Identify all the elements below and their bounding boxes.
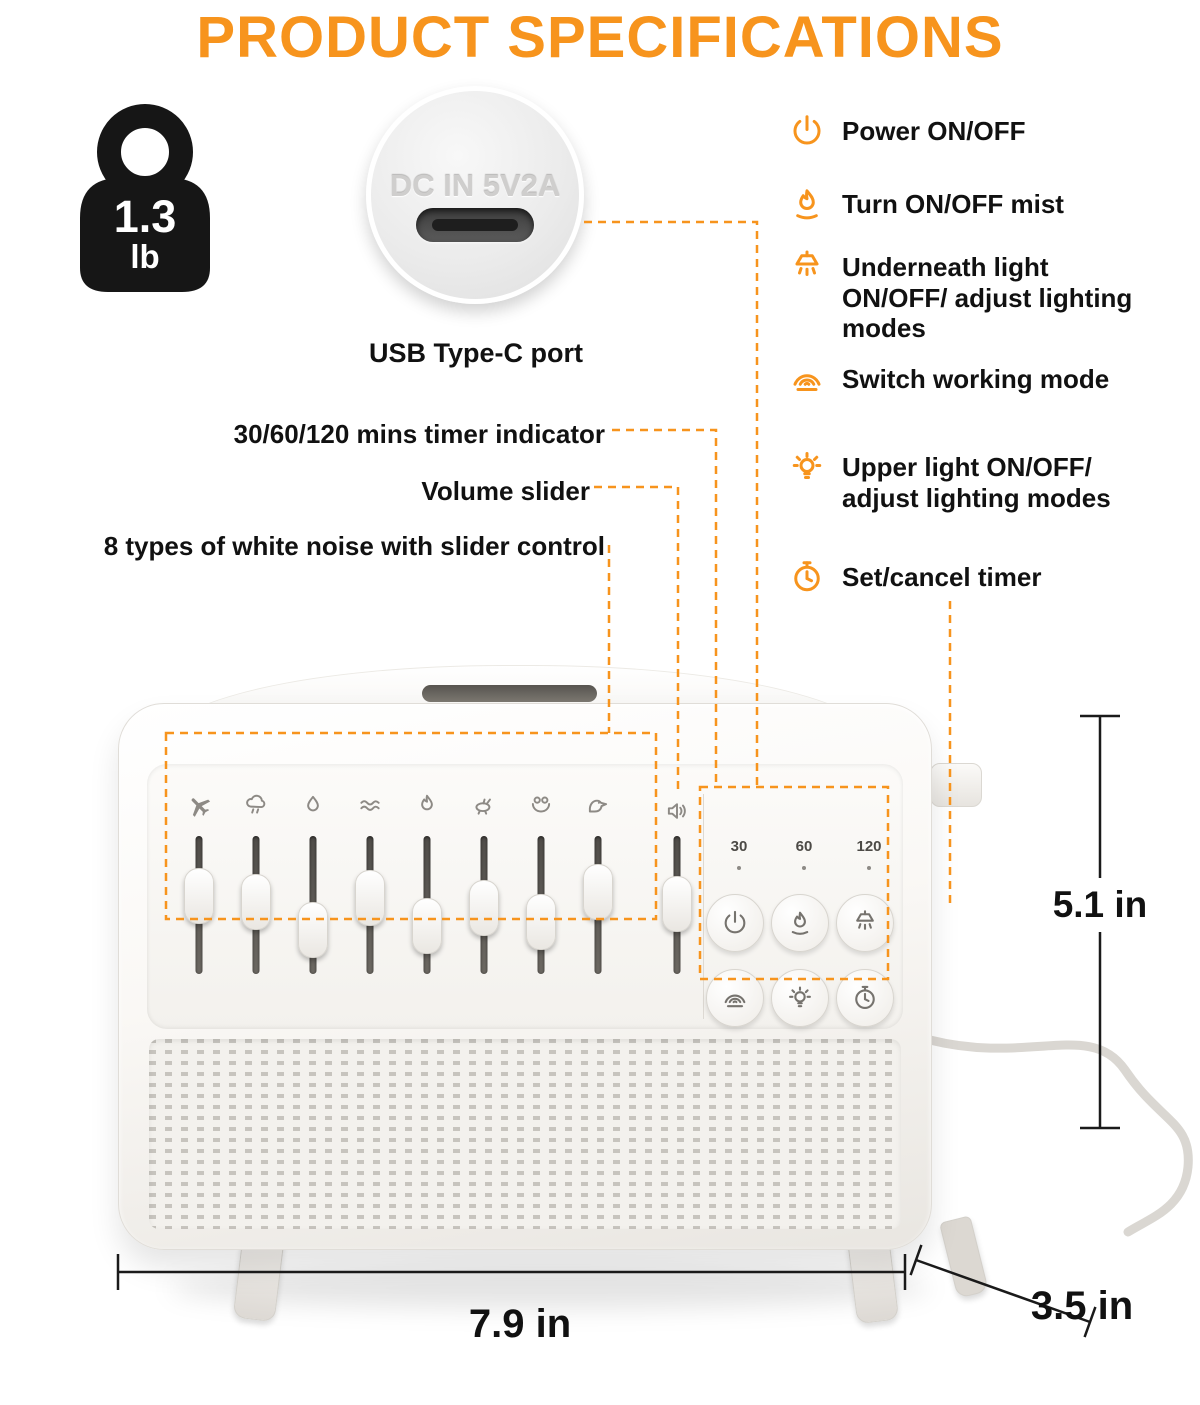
feature-label: Power ON/OFF — [842, 116, 1026, 146]
slider-thumb — [469, 880, 499, 936]
upper-light-icon — [788, 448, 826, 486]
mist-outlet-slot — [422, 685, 597, 702]
feature-power: Power ON/OFF — [788, 112, 1200, 150]
callout-timer-indicator: 30/60/120 mins timer indicator — [233, 419, 605, 449]
noise-slider-8 — [583, 836, 613, 974]
usb-inset-photo: DC IN 5V2A — [366, 86, 584, 304]
usb-caption: USB Type-C port — [369, 338, 583, 368]
bird-icon — [585, 792, 611, 818]
callout-white-noise: 8 types of white noise with slider contr… — [103, 531, 605, 561]
timer-icon — [788, 558, 826, 596]
slider-thumb — [298, 902, 328, 958]
water-drop-icon — [300, 792, 326, 818]
slider-thumb — [241, 874, 271, 930]
noise-slider-3 — [298, 836, 328, 974]
slider-thumb — [355, 870, 385, 926]
cricket-icon — [471, 792, 497, 818]
timer-button — [836, 969, 894, 1027]
power-icon — [788, 112, 826, 150]
control-panel: 30 60 120 — [147, 764, 903, 1029]
usb-type-c-port — [416, 208, 534, 242]
timer-indicator-dot — [867, 866, 871, 870]
mist-button — [771, 894, 829, 952]
feature-label: Set/cancel timer — [842, 562, 1042, 592]
feature-label: Upper light ON/OFF/ adjust lighting mode… — [842, 452, 1111, 513]
white-noise-machine: 30 60 120 — [110, 655, 990, 1355]
slider-thumb — [412, 898, 442, 954]
depth-dimension-label: 3.5 in — [1030, 1284, 1134, 1328]
power-button — [706, 894, 764, 952]
waves-icon — [357, 792, 383, 818]
feature-upper-light: Upper light ON/OFF/ adjust lighting mode… — [788, 448, 1112, 513]
airplane-icon — [186, 792, 212, 818]
timer-mark-60: 60 — [795, 838, 813, 855]
timer-indicator-dot — [802, 866, 806, 870]
frog-icon — [528, 792, 554, 818]
timer-mark-120: 120 — [856, 838, 882, 855]
noise-slider-2 — [241, 836, 271, 974]
mist-icon — [788, 185, 826, 223]
page-title: PRODUCT SPECIFICATIONS — [196, 5, 1004, 70]
feature-label: Switch working mode — [842, 364, 1110, 394]
width-dimension-label: 7.9 in — [468, 1302, 572, 1346]
speaker-grille — [149, 1039, 901, 1229]
weight-text: 1.3 lb — [70, 194, 220, 274]
device-body: 30 60 120 — [118, 703, 932, 1250]
upper-light-button — [771, 969, 829, 1027]
fire-icon — [414, 792, 440, 818]
noise-slider-1 — [184, 836, 214, 974]
speaker-icon — [664, 798, 690, 824]
height-dimension-label: 5.1 in — [1038, 878, 1162, 932]
weight-value: 1.3 — [113, 191, 177, 242]
feature-list: Power ON/OFF Turn ON/OFF mist Underneath… — [788, 100, 1198, 620]
device-leg-back-right — [939, 1215, 989, 1299]
rain-icon — [243, 792, 269, 818]
device-shadow — [170, 1267, 930, 1309]
working-mode-icon — [788, 360, 826, 398]
underneath-light-icon — [788, 248, 826, 286]
slider-thumb — [662, 876, 692, 932]
timer-indicator-dot — [737, 866, 741, 870]
feature-mist: Turn ON/OFF mist — [788, 185, 1200, 223]
feature-label: Underneath light ON/OFF/ adjust lighting… — [842, 252, 1133, 344]
noise-slider-6 — [469, 836, 499, 974]
feature-underneath-light: Underneath light ON/OFF/ adjust lighting… — [788, 248, 1142, 344]
working-mode-button — [706, 969, 764, 1027]
noise-slider-5 — [412, 836, 442, 974]
noise-slider-4 — [355, 836, 385, 974]
slider-thumb — [184, 868, 214, 924]
underneath-light-button — [836, 894, 894, 952]
slider-thumb — [526, 894, 556, 950]
noise-slider-7 — [526, 836, 556, 974]
usb-port-slot — [432, 219, 518, 231]
timer-mark-30: 30 — [730, 838, 748, 855]
usb-embossed-text: DC IN 5V2A — [389, 168, 561, 203]
device-side-handle — [930, 763, 982, 807]
callout-volume-slider: Volume slider — [421, 476, 590, 506]
volume-slider — [662, 836, 692, 974]
weight-unit: lb — [130, 237, 160, 275]
feature-timer: Set/cancel timer — [788, 558, 1200, 596]
weight-badge: 1.3 lb — [70, 100, 220, 300]
feature-label: Turn ON/OFF mist — [842, 189, 1064, 219]
slider-thumb — [583, 864, 613, 920]
weight-icon — [80, 104, 210, 292]
feature-working-mode: Switch working mode — [788, 360, 1200, 398]
panel-divider — [703, 794, 704, 1019]
